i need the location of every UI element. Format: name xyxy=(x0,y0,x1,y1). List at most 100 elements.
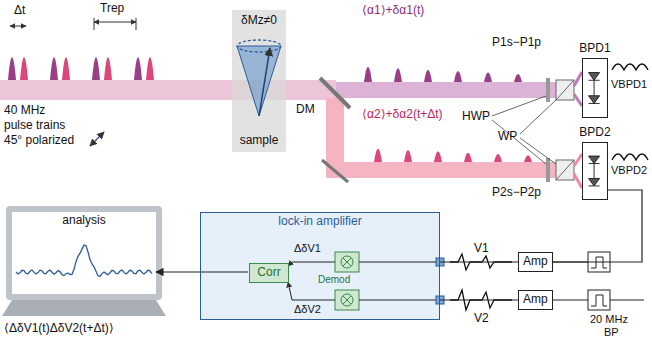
label: VBPD1 xyxy=(611,78,647,91)
pulse xyxy=(50,57,58,80)
laptop-frame xyxy=(6,206,162,300)
wire xyxy=(200,272,248,273)
node-text: sample xyxy=(240,134,279,148)
node-text: lock-in amplifier xyxy=(278,215,361,229)
amplifier-box: Amp xyxy=(518,252,553,272)
beam-1 xyxy=(336,82,558,98)
prism-diagonal xyxy=(556,80,574,100)
label: P1s−P1p xyxy=(492,36,541,50)
pulse xyxy=(8,57,16,80)
detector-box: BPD1 xyxy=(582,58,608,118)
split-beams-1 xyxy=(574,72,582,106)
label: BP xyxy=(604,326,619,339)
node-text: analysis xyxy=(62,214,105,228)
pulse xyxy=(404,150,412,162)
photodiode xyxy=(589,73,600,81)
signal-wire xyxy=(553,190,642,262)
signal-wire xyxy=(156,271,200,272)
detector-box: BPD2 xyxy=(582,142,608,200)
signal-wire xyxy=(440,299,518,300)
wire xyxy=(552,300,588,301)
pulse xyxy=(454,71,462,82)
node-text: Corr xyxy=(257,266,280,280)
label: VBPD2 xyxy=(611,164,647,177)
label: ⟨α2⟩+δα2(t+Δt) xyxy=(362,108,443,122)
pulse xyxy=(524,155,532,162)
sample-box: δMz≠0sample xyxy=(232,10,286,152)
pulse xyxy=(464,153,472,162)
period-bracket xyxy=(94,22,136,23)
precession-cone xyxy=(237,46,281,116)
node-text: Amp xyxy=(523,255,548,269)
pulse xyxy=(434,151,442,162)
delay-bracket xyxy=(10,26,26,27)
label: Demod xyxy=(318,274,350,286)
analysis-screen: analysis xyxy=(12,212,156,294)
bandpass-symbol xyxy=(591,295,607,306)
label: 20 MHz xyxy=(590,313,628,326)
label: ΔδV2 xyxy=(294,303,321,316)
laptop-screen xyxy=(12,212,156,294)
wollaston-prism xyxy=(556,80,574,100)
label: 40 MHz xyxy=(4,104,45,118)
wollaston-prism xyxy=(556,160,574,180)
bandpass-filter xyxy=(588,290,610,310)
photodiode-symbols xyxy=(583,59,607,117)
label: Trep xyxy=(100,2,124,16)
mixer-symbol xyxy=(341,294,353,306)
pulse xyxy=(484,73,492,83)
photodiode xyxy=(589,96,600,104)
label: V1 xyxy=(474,242,489,256)
label: DM xyxy=(296,103,315,117)
lockin-ground xyxy=(200,212,440,320)
mixer-cross xyxy=(343,296,351,304)
correlation-plot xyxy=(16,245,152,276)
pulse xyxy=(394,68,402,82)
hwp-leader xyxy=(492,96,546,164)
node-text: BPD1 xyxy=(579,42,610,56)
pulse xyxy=(494,154,502,162)
pulse xyxy=(514,74,522,82)
amplifier-box: Amp xyxy=(518,290,553,310)
wire xyxy=(359,262,436,263)
pulse xyxy=(424,70,432,82)
pulse xyxy=(146,57,154,80)
wire xyxy=(610,300,644,301)
dichroic-mirror xyxy=(320,78,350,108)
photodiode xyxy=(589,156,600,163)
mixer-symbol xyxy=(341,256,353,268)
demod-box xyxy=(335,252,359,272)
mixer-cross xyxy=(343,258,351,266)
label: ⟨α1⟩+δα1(t) xyxy=(362,4,424,18)
correlator-box: Corr xyxy=(249,263,289,283)
mirror xyxy=(322,160,348,182)
beam-2 xyxy=(326,162,558,178)
wire xyxy=(288,262,335,266)
prism-diagonal xyxy=(556,160,574,180)
wire xyxy=(359,300,436,301)
split-beams-2 xyxy=(574,154,582,188)
label: P2s−P2p xyxy=(492,186,541,200)
magnetization-vector xyxy=(259,48,270,116)
laptop-keyboard xyxy=(2,300,166,316)
bpd2-waveform xyxy=(612,154,648,160)
half-wave-plate xyxy=(546,78,550,102)
label: ⟨ΔδV1(t)ΔδV2(t+Δt)⟩ xyxy=(4,322,114,336)
diode-wire xyxy=(594,80,595,95)
wp-leader xyxy=(520,100,556,164)
demod-box xyxy=(335,290,359,310)
pulse xyxy=(20,57,28,80)
label: Δt xyxy=(14,4,25,18)
label: HWP xyxy=(462,110,490,124)
bracket-tick xyxy=(94,18,95,30)
pulse xyxy=(134,57,142,80)
pulse xyxy=(92,57,100,80)
pulse xyxy=(364,67,372,82)
label: pulse trains xyxy=(4,119,65,133)
pulse xyxy=(104,57,112,80)
polarization-arrow xyxy=(90,132,104,146)
label: V2 xyxy=(474,312,489,326)
